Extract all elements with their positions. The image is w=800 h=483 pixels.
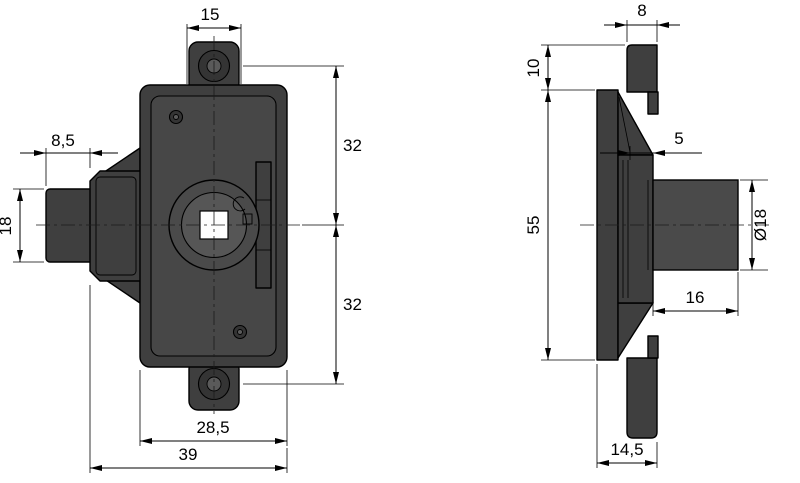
latch-head-face [95, 176, 137, 276]
dimension-front-hole-offsets: 32 32 [243, 65, 362, 385]
spring-detail [232, 196, 246, 212]
dimension-side-total-depth: 14,5 [596, 364, 658, 468]
dimension-front-total-width: 39 [89, 285, 288, 473]
side-tab-bottom [647, 335, 659, 359]
latch-head [89, 170, 142, 282]
dim-text-side-ear-offset: 10 [524, 59, 543, 78]
dimension-side-ear-thickness: 8 [604, 1, 680, 42]
dimension-front-ear-width: 15 [186, 5, 242, 84]
dim-text-side-ear-thickness: 8 [637, 1, 646, 20]
plate-hole-lower-inner [237, 329, 243, 335]
side-wedge-inner-line [618, 96, 631, 153]
dimension-side-bolt-length: 16 [652, 272, 739, 316]
dimension-side-bolt-diameter: Ø18 [740, 179, 770, 271]
side-tab-top [647, 91, 659, 115]
dim-text-side-bolt-length: 16 [686, 288, 705, 307]
dimension-front-latch-height: 18 [0, 188, 44, 263]
side-view: 8 10 55 5 Ø18 [524, 1, 770, 468]
latch-bolt [45, 188, 97, 263]
stop-detail [242, 213, 253, 225]
dim-text-side-bolt-diameter: Ø18 [751, 209, 770, 241]
side-ear-top [626, 44, 658, 93]
front-view: 15 8,5 18 32 32 [0, 5, 362, 473]
dim-text-front-total-width: 39 [179, 445, 198, 464]
dimension-side-plate-step: 5 [600, 129, 702, 160]
side-body-block [617, 154, 654, 304]
dimension-side-plate-height: 55 [524, 90, 595, 361]
plate-hole-upper-inner [173, 114, 179, 120]
dim-text-side-plate-step: 5 [674, 129, 683, 148]
dim-text-front-center-to-bottom-hole: 32 [343, 295, 362, 314]
dim-text-front-latch-projection: 8,5 [51, 131, 75, 150]
side-ear-bottom [626, 357, 658, 439]
dim-text-side-plate-height: 55 [524, 216, 543, 235]
dim-text-front-latch-height: 18 [0, 217, 15, 236]
dim-text-front-ear-width: 15 [201, 5, 220, 24]
dimension-side-ear-offset: 10 [524, 44, 625, 91]
dimension-front-body-width: 28,5 [139, 370, 288, 446]
dim-text-front-center-to-top-hole: 32 [343, 136, 362, 155]
dim-text-side-total-depth: 14,5 [610, 440, 643, 459]
dimension-front-latch-projection: 8,5 [20, 131, 118, 186]
dim-text-front-body-width: 28,5 [196, 418, 229, 437]
